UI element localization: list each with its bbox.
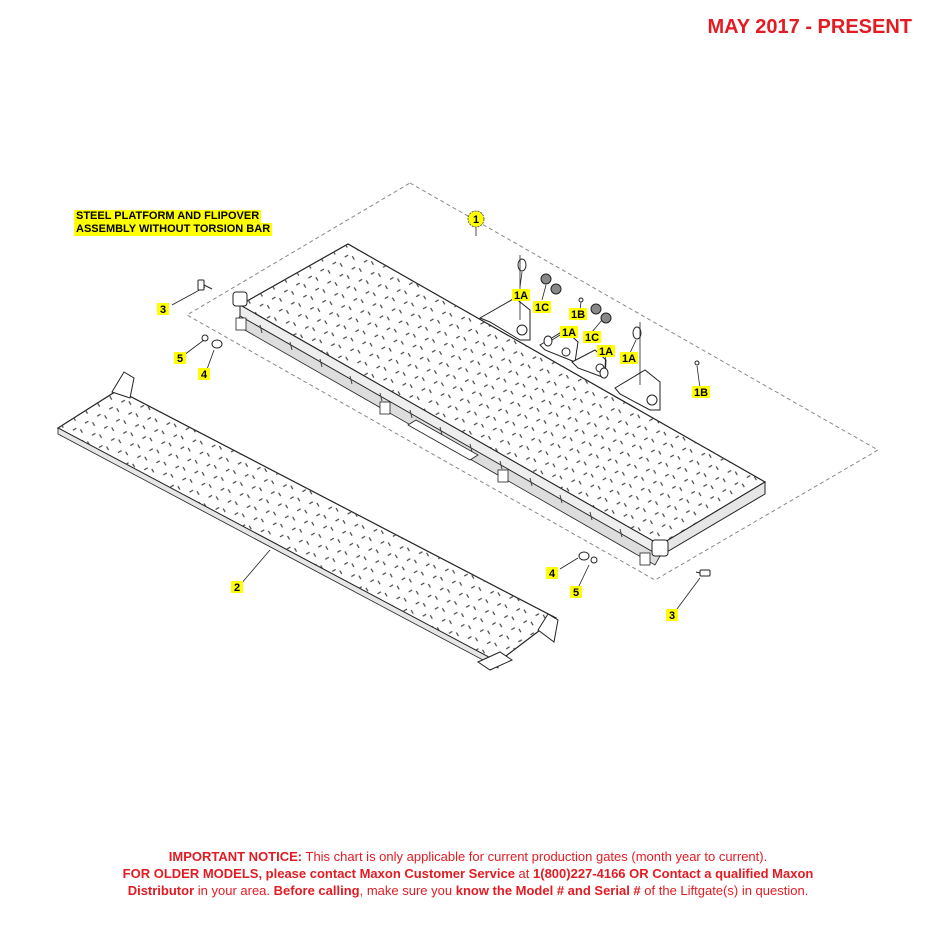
assembly-title-line1: STEEL PLATFORM AND FLIPOVER xyxy=(74,210,262,223)
leader-lines xyxy=(171,221,701,614)
notice-know-model: know the Model # and Serial # xyxy=(455,883,641,898)
callout-1b-a-label: 1B xyxy=(571,309,585,321)
callout-5-right-label: 5 xyxy=(573,587,579,599)
assembly-title-line2: ASSEMBLY WITHOUT TORSION BAR xyxy=(74,223,273,236)
callout-3-left: 3 xyxy=(157,303,169,316)
callout-1-label: 1 xyxy=(473,214,479,226)
notice-in-area: in your area. xyxy=(194,883,274,898)
left-end-hardware xyxy=(197,279,223,349)
callout-5-right: 5 xyxy=(570,586,582,599)
callout-1a-d: 1A xyxy=(620,352,638,365)
callout-3-right-label: 3 xyxy=(669,610,675,622)
notice-important-text: This chart is only applicable for curren… xyxy=(302,849,768,864)
main-platform xyxy=(232,243,767,566)
callout-5-left: 5 xyxy=(174,352,186,365)
callout-1b-a: 1B xyxy=(569,308,587,321)
callout-1b-b-label: 1B xyxy=(694,387,708,399)
callout-1a-a: 1A xyxy=(512,289,530,302)
callout-4-right: 4 xyxy=(546,567,558,580)
assembly-title: STEEL PLATFORM AND FLIPOVER ASSEMBLY WIT… xyxy=(74,210,273,236)
flipover-plate xyxy=(56,371,559,671)
notice-phone: 1(800)227-4166 OR Contact a qualified Ma… xyxy=(533,866,814,881)
callout-2-label: 2 xyxy=(234,582,240,594)
callout-1c-b: 1C xyxy=(583,331,601,344)
callout-2: 2 xyxy=(231,581,243,594)
notice-older-models: FOR OLDER MODELS, please contact Maxon C… xyxy=(122,866,515,881)
notice-before-calling: Before calling xyxy=(273,883,360,898)
assembly-boundary xyxy=(186,182,880,581)
date-range-header: MAY 2017 - PRESENT xyxy=(707,16,912,38)
hardware xyxy=(517,258,700,379)
notice-make-sure: , make sure you xyxy=(359,883,456,898)
callout-1a-b-label: 1A xyxy=(562,327,576,339)
callout-1a-c-label: 1A xyxy=(599,346,613,358)
callout-4-left: 4 xyxy=(198,368,210,381)
callout-1a-c: 1A xyxy=(597,345,615,358)
callout-1a-d-label: 1A xyxy=(622,353,636,365)
notice-distributor: Distributor xyxy=(127,883,195,898)
callout-1a-b: 1A xyxy=(560,326,578,339)
important-notice: IMPORTANT NOTICE: This chart is only app… xyxy=(40,848,896,899)
callout-1a-a-label: 1A xyxy=(514,290,528,302)
notice-of-liftgate: of the Liftgate(s) in question. xyxy=(640,883,809,898)
notice-important-label: IMPORTANT NOTICE: xyxy=(168,849,303,864)
callout-1c-b-label: 1C xyxy=(585,332,599,344)
callout-4-right-label: 4 xyxy=(549,568,556,580)
callout-5-left-label: 5 xyxy=(177,353,183,365)
callout-3-right: 3 xyxy=(666,609,678,622)
callout-1c-a-label: 1C xyxy=(535,302,549,314)
callout-3-left-label: 3 xyxy=(160,304,166,316)
right-end-hardware xyxy=(578,551,711,577)
callout-1c-a: 1C xyxy=(533,301,551,314)
callout-1: 1 xyxy=(467,210,485,228)
notice-at: at xyxy=(514,866,534,881)
callout-4-left-label: 4 xyxy=(201,369,208,381)
callout-1b-b: 1B xyxy=(692,386,710,399)
